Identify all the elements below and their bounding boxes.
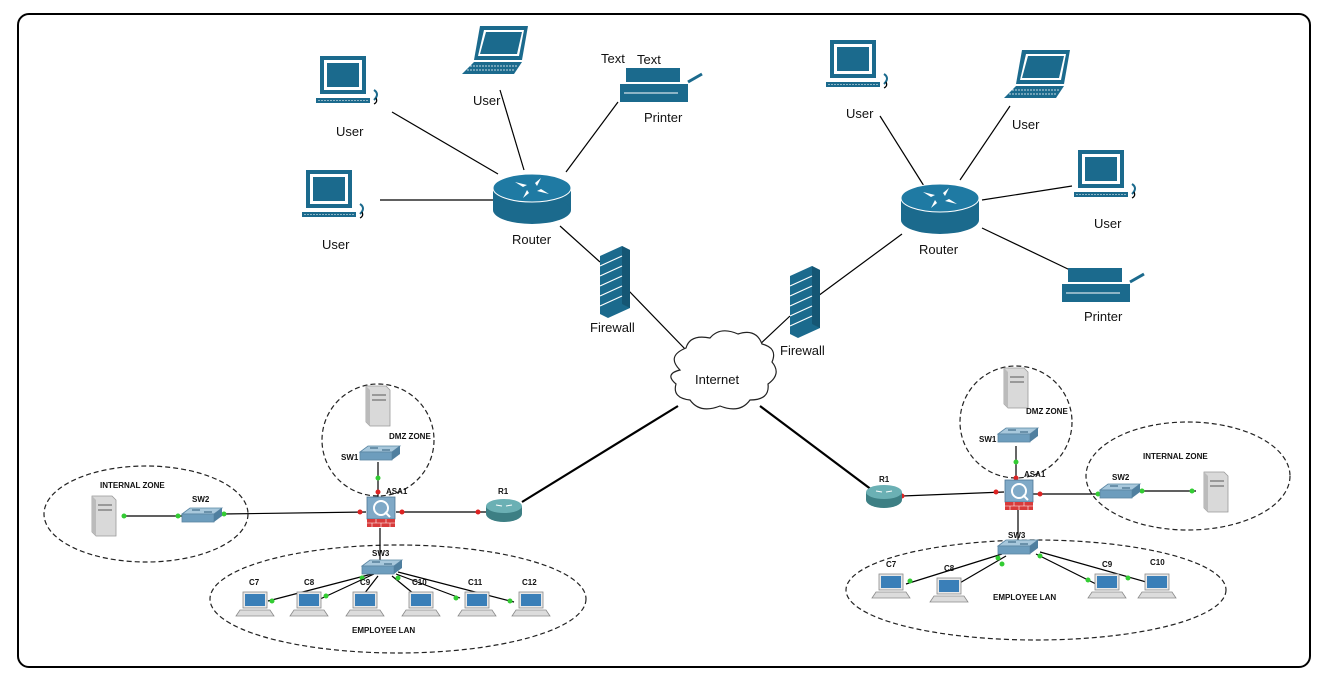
asa-label: ASA1 [1024, 470, 1046, 479]
pc-label: C10 [412, 578, 427, 587]
user-label: User [322, 237, 350, 252]
employee-lan-label: EMPLOYEE LAN [352, 626, 415, 635]
pc-label: C8 [304, 578, 315, 587]
diagram-frame [17, 13, 1311, 668]
router-label: Router [512, 232, 552, 247]
pt-left-link-status [121, 475, 513, 604]
user-desktop-icon [1073, 149, 1136, 199]
router-icon [900, 183, 980, 235]
pc-icon [511, 591, 551, 617]
switch-label: SW2 [1112, 473, 1130, 482]
asa-firewall-icon [1004, 479, 1034, 511]
internet-link-right [759, 405, 873, 491]
pc-icon [871, 573, 911, 599]
pc-label: C8 [944, 564, 955, 573]
internal-zone-label: INTERNAL ZONE [1143, 452, 1208, 461]
server-icon [91, 495, 117, 537]
router-icon [485, 498, 523, 523]
user-laptop-icon [1003, 49, 1071, 99]
user-label: User [1012, 117, 1040, 132]
pt-right-zones [845, 365, 1291, 641]
internal-zone-label: INTERNAL ZONE [100, 481, 165, 490]
pc-icon [1087, 573, 1127, 599]
switch-label: SW1 [979, 435, 997, 444]
firewall-icon [599, 245, 631, 319]
user-label: User [1094, 216, 1122, 231]
dmz-zone-label: DMZ ZONE [389, 432, 431, 441]
pc-label: C9 [1102, 560, 1113, 569]
dmz-zone-label: DMZ ZONE [1026, 407, 1068, 416]
pc-label: C7 [249, 578, 260, 587]
switch-label: SW1 [341, 453, 359, 462]
user-desktop-icon [301, 169, 364, 219]
employee-lan-label: EMPLOYEE LAN [993, 593, 1056, 602]
pc-label: C12 [522, 578, 537, 587]
text-label: Text [601, 51, 625, 66]
asa-label: ASA1 [386, 487, 408, 496]
switch-icon [997, 427, 1039, 443]
internet-link-left [521, 405, 679, 503]
router-icon [492, 173, 572, 225]
asa-firewall-icon [366, 496, 396, 528]
printer-label: Printer [644, 110, 683, 125]
user-desktop-icon [315, 55, 378, 105]
printer-icon [618, 66, 704, 104]
pc-icon [289, 591, 329, 617]
user-laptop-icon [461, 25, 529, 75]
pc-label: C9 [360, 578, 371, 587]
router-icon [865, 484, 903, 509]
pc-icon [235, 591, 275, 617]
firewall-label: Firewall [780, 343, 825, 358]
switch-icon [359, 445, 401, 461]
user-label: User [336, 124, 364, 139]
router-label: Router [919, 242, 959, 257]
pc-icon [345, 591, 385, 617]
switch-icon [1099, 483, 1141, 499]
pc-icon [1137, 573, 1177, 599]
switch-label: SW2 [192, 495, 210, 504]
server-icon [365, 385, 391, 427]
server-icon [1203, 471, 1229, 513]
internet-label: Internet [695, 372, 739, 387]
user-label: User [473, 93, 501, 108]
switch-label: SW3 [1008, 531, 1026, 540]
pc-label: C7 [886, 560, 897, 569]
internet-cloud-icon [670, 330, 777, 410]
user-desktop-icon [825, 39, 888, 89]
printer-label: Printer [1084, 309, 1123, 324]
pt-left-links [122, 462, 515, 603]
user-label: User [846, 106, 874, 121]
pc-label: C10 [1150, 558, 1165, 567]
switch-label: SW3 [372, 549, 390, 558]
switch-icon [997, 539, 1039, 555]
text-label: Text [637, 52, 661, 67]
router-r1-label: R1 [498, 487, 509, 496]
switch-icon [181, 507, 223, 523]
firewall-icon [789, 265, 821, 339]
server-icon [1003, 367, 1029, 409]
top-left-links [380, 89, 687, 351]
printer-icon [1060, 266, 1146, 304]
firewall-label: Firewall [590, 320, 635, 335]
pc-label: C11 [468, 578, 483, 587]
router-r1-label: R1 [879, 475, 890, 484]
switch-icon [361, 559, 403, 575]
pc-icon [401, 591, 441, 617]
